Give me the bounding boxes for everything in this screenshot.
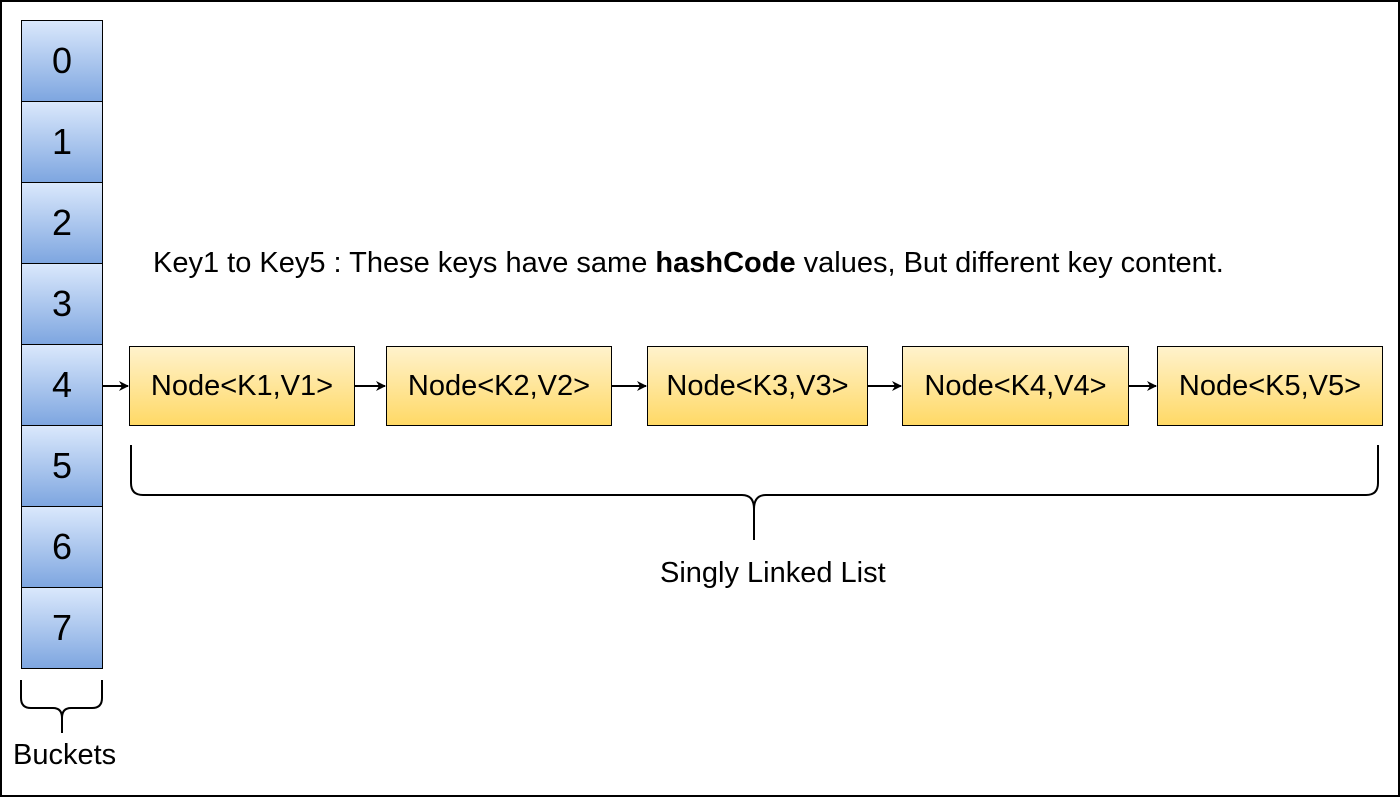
- bucket-2: 2: [21, 182, 103, 264]
- node-k1-v1: Node<K1,V1>: [129, 346, 355, 426]
- node-k2-v2: Node<K2,V2>: [386, 346, 612, 426]
- bucket-4: 4: [21, 344, 103, 426]
- bucket-6: 6: [21, 506, 103, 588]
- buckets-brace: [20, 680, 103, 733]
- linked-list-brace: [130, 445, 1379, 540]
- note-prefix: Key1 to Key5 : These keys have same: [153, 247, 656, 279]
- note-suffix: values, But different key content.: [795, 247, 1224, 279]
- bucket-3: 3: [21, 263, 103, 345]
- buckets-label: Buckets: [13, 739, 117, 771]
- node-k5-v5: Node<K5,V5>: [1157, 346, 1383, 426]
- node-k4-v4: Node<K4,V4>: [902, 346, 1129, 426]
- bucket-7: 7: [21, 587, 103, 669]
- linked-list-label: Singly Linked List: [660, 557, 886, 589]
- hashcode-note: Key1 to Key5 : These keys have same hash…: [153, 247, 1224, 280]
- note-bold-hashcode: hashCode: [655, 247, 796, 279]
- node-k3-v3: Node<K3,V3>: [647, 346, 868, 426]
- bucket-5: 5: [21, 425, 103, 507]
